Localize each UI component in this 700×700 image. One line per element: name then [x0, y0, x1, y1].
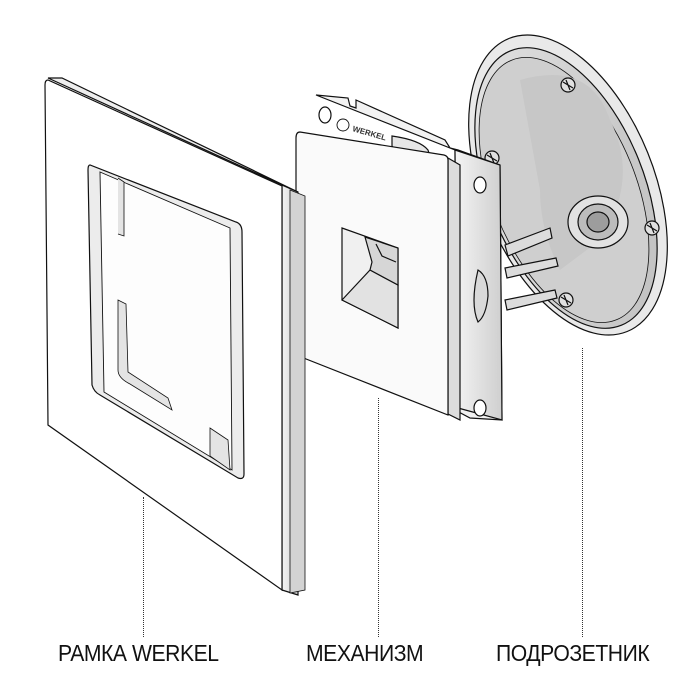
screw-icon [484, 77, 660, 308]
mounting-box [468, 34, 668, 336]
frame [44, 77, 306, 596]
brand-marking: WERKEL [351, 124, 387, 142]
network-port-icon [341, 227, 399, 329]
label-frame: РАМКА WERKEL [58, 640, 219, 666]
cable-gland [567, 195, 629, 249]
leader-line-mounting-box [582, 348, 583, 637]
label-mounting-box: ПОДРОЗЕТНИК [496, 640, 650, 666]
wires [504, 227, 559, 311]
leader-line-mechanism [378, 398, 379, 637]
leader-line-frame [143, 497, 144, 637]
label-mechanism: МЕХАНИЗМ [306, 640, 424, 666]
mechanism: WERKEL [295, 94, 503, 421]
